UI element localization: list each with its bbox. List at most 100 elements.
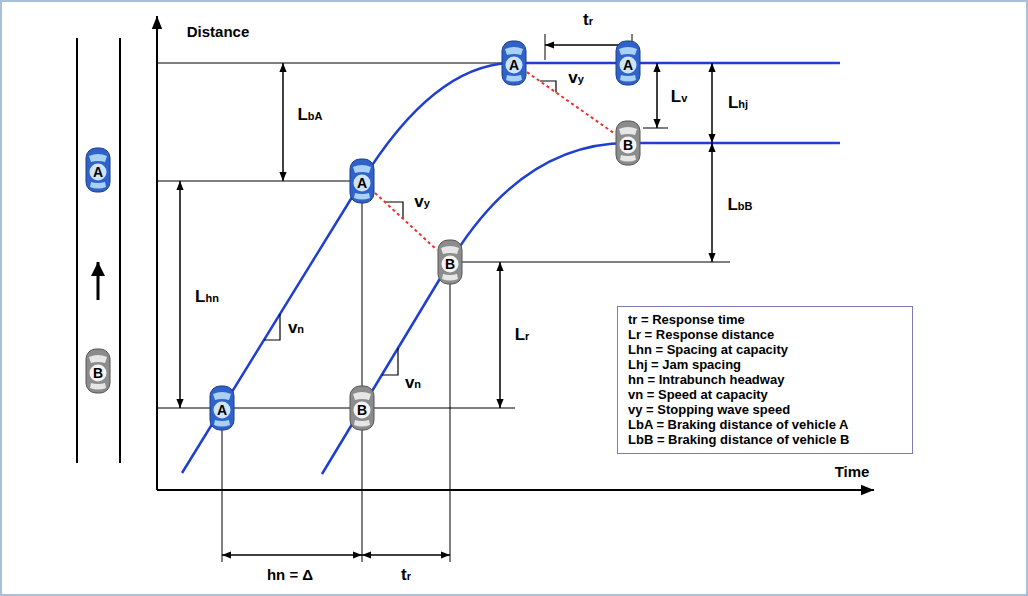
definition-text: vn = Speed at capacity [628, 387, 902, 402]
vehicle-rear-window [354, 420, 370, 427]
vehicle-icon: A [349, 158, 375, 204]
speed-label: vy [568, 69, 584, 88]
definition-text: tr = Response time [628, 312, 902, 327]
vehicle-icon: A [209, 385, 235, 431]
vehicle-body [86, 148, 110, 192]
vehicle-rear-window [90, 182, 106, 189]
vehicle-body [616, 41, 640, 85]
definition-text: Lhn = Spacing at capacity [628, 342, 902, 357]
dimension-label: Lhj [728, 94, 748, 113]
vehicle-rear-window [506, 75, 522, 82]
road-edge [119, 38, 121, 463]
vehicle-roof [90, 164, 107, 181]
slope-mark [382, 348, 398, 375]
vehicle-icon: B [349, 385, 375, 431]
vehicle-rear-window [620, 155, 636, 162]
dimension-arrow [711, 63, 713, 143]
vehicle-windshield [353, 165, 371, 173]
dimension-label: LbA [297, 106, 322, 125]
vehicle-rear-window [442, 274, 458, 281]
road-edge [76, 38, 78, 463]
definition-box: tr = Response timeLr = Response distance… [617, 306, 913, 454]
dimension-label: tr [583, 11, 593, 30]
dimension-arrow [222, 554, 362, 556]
connector-group [375, 72, 615, 250]
vehicle-windshield [89, 355, 107, 363]
vehicle-roof [442, 256, 459, 273]
travel-direction [97, 262, 100, 300]
vehicle-roof [90, 365, 107, 382]
vehicle-rear-window [354, 193, 370, 200]
stopping-wave-line [375, 193, 437, 250]
vehicle-letter: A [217, 403, 227, 417]
vehicle-icon: B [615, 120, 641, 166]
definition-text: vy = Stopping wave speed [628, 402, 902, 417]
dimension-arrow [711, 143, 713, 262]
speed-label: vy [414, 193, 430, 212]
vehicle-roof [354, 175, 371, 192]
vehicle-icon: A [501, 40, 527, 86]
vehicle-body [210, 386, 234, 430]
definition-text: LbA = Braking distance of vehicle A [628, 417, 902, 432]
vehicle-body [350, 159, 374, 203]
dimension-label: Lhn [195, 288, 219, 307]
dimension-arrow [179, 181, 181, 408]
vehicle-letter: A [623, 58, 633, 72]
vehicle-icon: A [615, 40, 641, 86]
vehicle-body [438, 240, 462, 284]
dimension-label: LbB [727, 196, 752, 215]
definition-text: LbB = Braking distance of vehicle B [628, 432, 902, 447]
vehicle-icon: B [85, 348, 111, 394]
vehicle-windshield [213, 392, 231, 400]
vehicle-rear-window [620, 75, 636, 82]
vehicle-windshield [619, 127, 637, 135]
dimension-label: Lv [671, 88, 688, 107]
vehicle-body [350, 386, 374, 430]
vehicle-letter: A [93, 165, 103, 179]
vehicle-roof [214, 402, 231, 419]
reference-line [545, 34, 546, 60]
vehicle-letter: B [445, 257, 455, 271]
vehicle-windshield [441, 246, 459, 254]
vehicle-icon: A [85, 147, 111, 193]
vehicle-letter: B [623, 138, 633, 152]
dimension-label: hn = Δ [267, 567, 313, 584]
vehicle-windshield [89, 154, 107, 162]
vehicle-roof [506, 57, 523, 74]
vehicle-roof [620, 137, 637, 154]
vehicle-letter: B [357, 403, 367, 417]
vehicle-roof [354, 402, 371, 419]
vehicle-windshield [353, 392, 371, 400]
time-axis [157, 489, 874, 491]
vehicle-body [86, 349, 110, 393]
reference-line [643, 128, 668, 129]
reference-line [362, 181, 363, 562]
speed-label: vn [288, 319, 304, 338]
dimension-label: Lr [515, 326, 530, 345]
dimension-arrow [656, 63, 658, 128]
definition-text: Lr = Response distance [628, 327, 902, 342]
reference-line [222, 408, 223, 562]
dimension-arrow [499, 262, 501, 408]
vehicle-icon: B [437, 239, 463, 285]
vehicle-rear-window [90, 383, 106, 390]
distance-axis [156, 16, 158, 490]
reference-line [450, 262, 451, 562]
dimension-label: tr [401, 566, 411, 585]
speed-label: vn [405, 374, 421, 393]
reference-line [450, 262, 730, 263]
vehicle-rear-window [214, 420, 230, 427]
dimension-arrow [282, 63, 284, 181]
vehicle-body [502, 41, 526, 85]
definition-text: Lhj = Jam spacing [628, 357, 902, 372]
vehicle-letter: A [509, 58, 519, 72]
axis-label: Time [835, 464, 870, 481]
vehicle-body [616, 121, 640, 165]
vehicle-windshield [619, 47, 637, 55]
vehicle-roof [620, 57, 637, 74]
vehicle-letter: B [93, 366, 103, 380]
